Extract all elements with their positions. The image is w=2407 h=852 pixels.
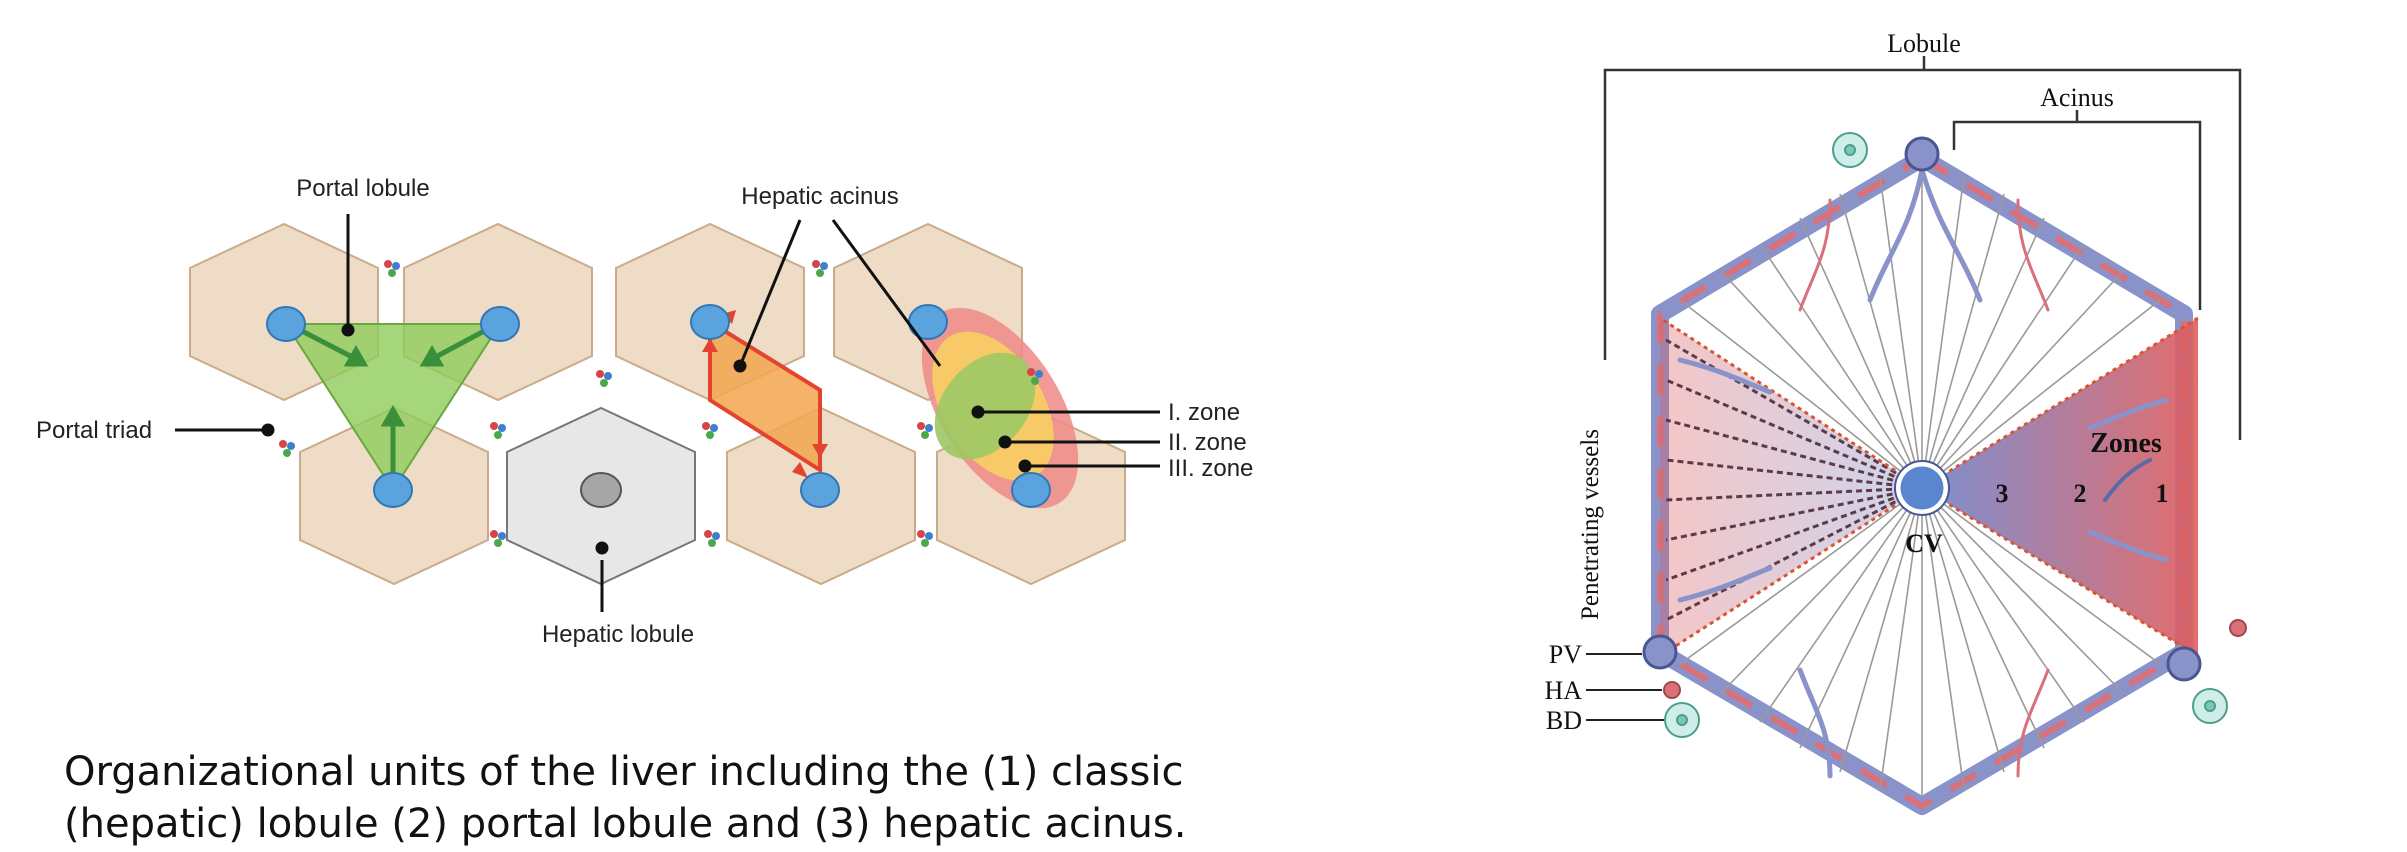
pv-label: PV [1549,640,1582,669]
central-veins [266,304,1051,508]
leader-lines [175,214,1160,612]
bd-label: BD [1546,706,1582,735]
zone-2-number: 2 [2074,479,2087,508]
central-vein-icon [580,472,622,508]
portal-lobule-label: Portal lobule [296,175,429,202]
zone-1-label: I. zone [1168,399,1240,426]
pv-ha-bd-leaders [1586,653,1664,721]
portal-triad-label: Portal triad [36,417,152,444]
figure-caption: Organizational units of the liver includ… [64,746,1186,850]
caption-line-2: (hepatic) lobule (2) portal lobule and (… [64,801,1187,847]
vein-circle [690,304,730,340]
acinus-zone-wedge-left [1660,318,1922,656]
liver-lobule-illustration: Lobule Acinus Zones 3 2 1 CV Penetrating… [1544,29,2247,815]
vein-circle [480,306,520,342]
zone-1-number: 1 [2156,479,2169,508]
caption-line-1: Organizational units of the liver includ… [64,749,1184,795]
penetrating-vessels-label: Penetrating vessels [1577,429,1604,620]
vein-circle [373,472,413,508]
acinus-zone-wedge-right [1922,318,2198,656]
zone-1-region [934,352,1036,460]
zone-3-label: III. zone [1168,455,1253,482]
vein-circle [1011,472,1051,508]
portal-vessel-nodes [1642,136,2247,699]
zone-3-number: 3 [1996,479,2009,508]
cv-label: CV [1905,529,1943,558]
portal-triads [279,260,1043,547]
zone-2-label: II. zone [1168,429,1247,456]
lobule-label: Lobule [1887,29,1961,58]
vein-circle [266,306,306,342]
penetrating-vessels [1677,167,2169,779]
acinus-bracket [1952,110,2202,310]
left-wedge-cells [1665,338,1923,622]
wedge-borders [1659,316,2199,658]
hepatic-acinus-label: Hepatic acinus [741,183,898,210]
zones-label: Zones [2090,428,2162,459]
ha-label: HA [1544,676,1582,705]
vein-circle [800,472,840,508]
lobule-bracket [1603,56,2242,440]
hepatocyte-cords [1679,170,2161,796]
portal-lobule-arrows [298,327,488,476]
bile-duct-icons [1664,132,2228,738]
central-vein [1895,461,1949,515]
liver-organization-diagram: Portal lobule Hepatic acinus Portal tria… [36,175,1253,648]
acinus-label: Acinus [2040,83,2114,112]
acinus-diamond [708,318,822,474]
hepatic-lobule-label: Hepatic lobule [542,621,694,648]
